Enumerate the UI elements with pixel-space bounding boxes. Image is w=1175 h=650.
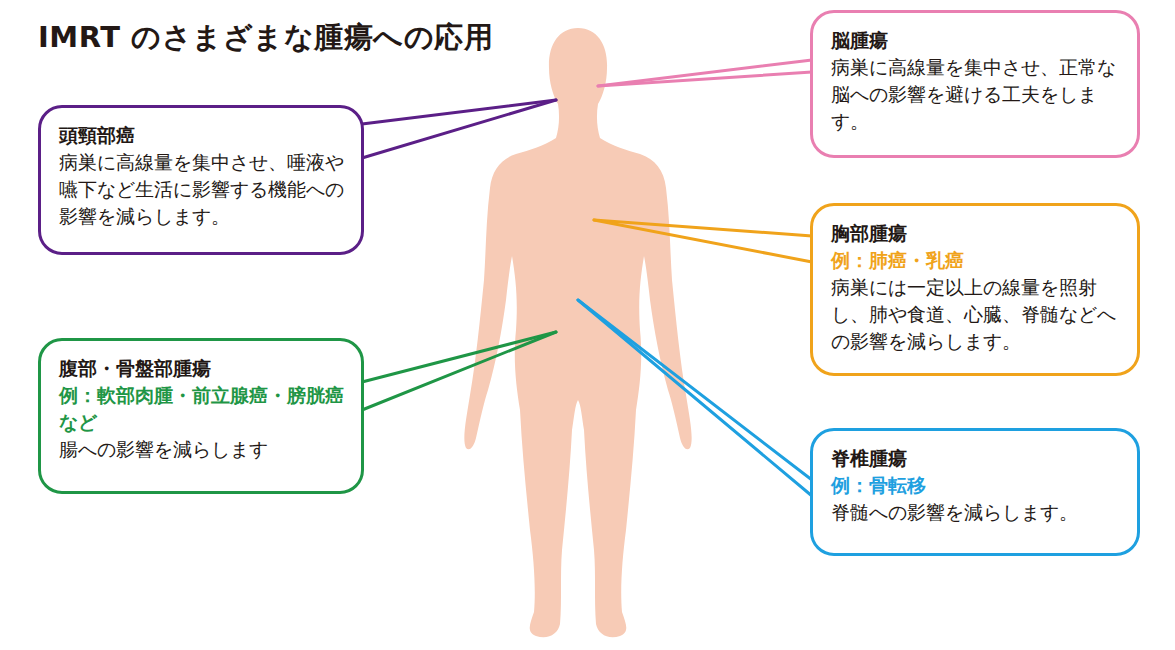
callout-box: 脊椎腫瘍例：骨転移脊髄への影響を減らします。: [810, 428, 1140, 556]
leader-line: [598, 60, 812, 86]
box-heading: 胸部腫瘍: [831, 220, 1121, 247]
example-text: 例：骨転移: [831, 472, 1121, 499]
leader-line: [598, 72, 812, 86]
box-body: 腸への影響を減らします: [59, 436, 345, 463]
leader-lines: [362, 60, 812, 496]
example-text: 例：肺癌・乳癌: [831, 247, 1121, 274]
leader-line: [594, 220, 812, 262]
leader-line: [362, 332, 556, 382]
leader-line: [578, 300, 812, 496]
box-heading: 脊椎腫瘍: [831, 445, 1121, 472]
human-silhouette: [464, 28, 691, 637]
leader-line: [578, 300, 812, 480]
box-body: 病巣に高線量を集中させ、唾液や嚥下など生活に影響する機能への影響を減らします。: [59, 149, 345, 230]
leader-line: [594, 220, 812, 236]
example-text: 例：軟部肉腫・前立腺癌・膀胱癌など: [59, 382, 345, 436]
callout-box: 脳腫瘍病巣に高線量を集中させ、正常な脳への影響を避ける工夫をします。: [810, 10, 1140, 158]
box-body: 脊髄への影響を減らします。: [831, 499, 1121, 526]
box-body: 病巣には一定以上の線量を照射し、肺や食道、心臓、脊髄などへの影響を減らします。: [831, 274, 1121, 355]
callout-box: 腹部・骨盤部腫瘍例：軟部肉腫・前立腺癌・膀胱癌など腸への影響を減らします: [38, 338, 364, 494]
callout-box: 胸部腫瘍例：肺癌・乳癌病巣には一定以上の線量を照射し、肺や食道、心臓、脊髄などへ…: [810, 203, 1140, 376]
leader-line: [362, 332, 556, 410]
box-heading: 腹部・骨盤部腫瘍: [59, 355, 345, 382]
box-body: 病巣に高線量を集中させ、正常な脳への影響を避ける工夫をします。: [831, 54, 1121, 135]
leader-line: [362, 100, 556, 124]
callout-box: 頭頸部癌病巣に高線量を集中させ、唾液や嚥下など生活に影響する機能への影響を減らし…: [38, 105, 364, 255]
box-heading: 脳腫瘍: [831, 27, 1121, 54]
leader-line: [362, 100, 556, 158]
box-heading: 頭頸部癌: [59, 122, 345, 149]
diagram-title: IMRT のさまざまな腫瘍への応用: [38, 18, 493, 58]
